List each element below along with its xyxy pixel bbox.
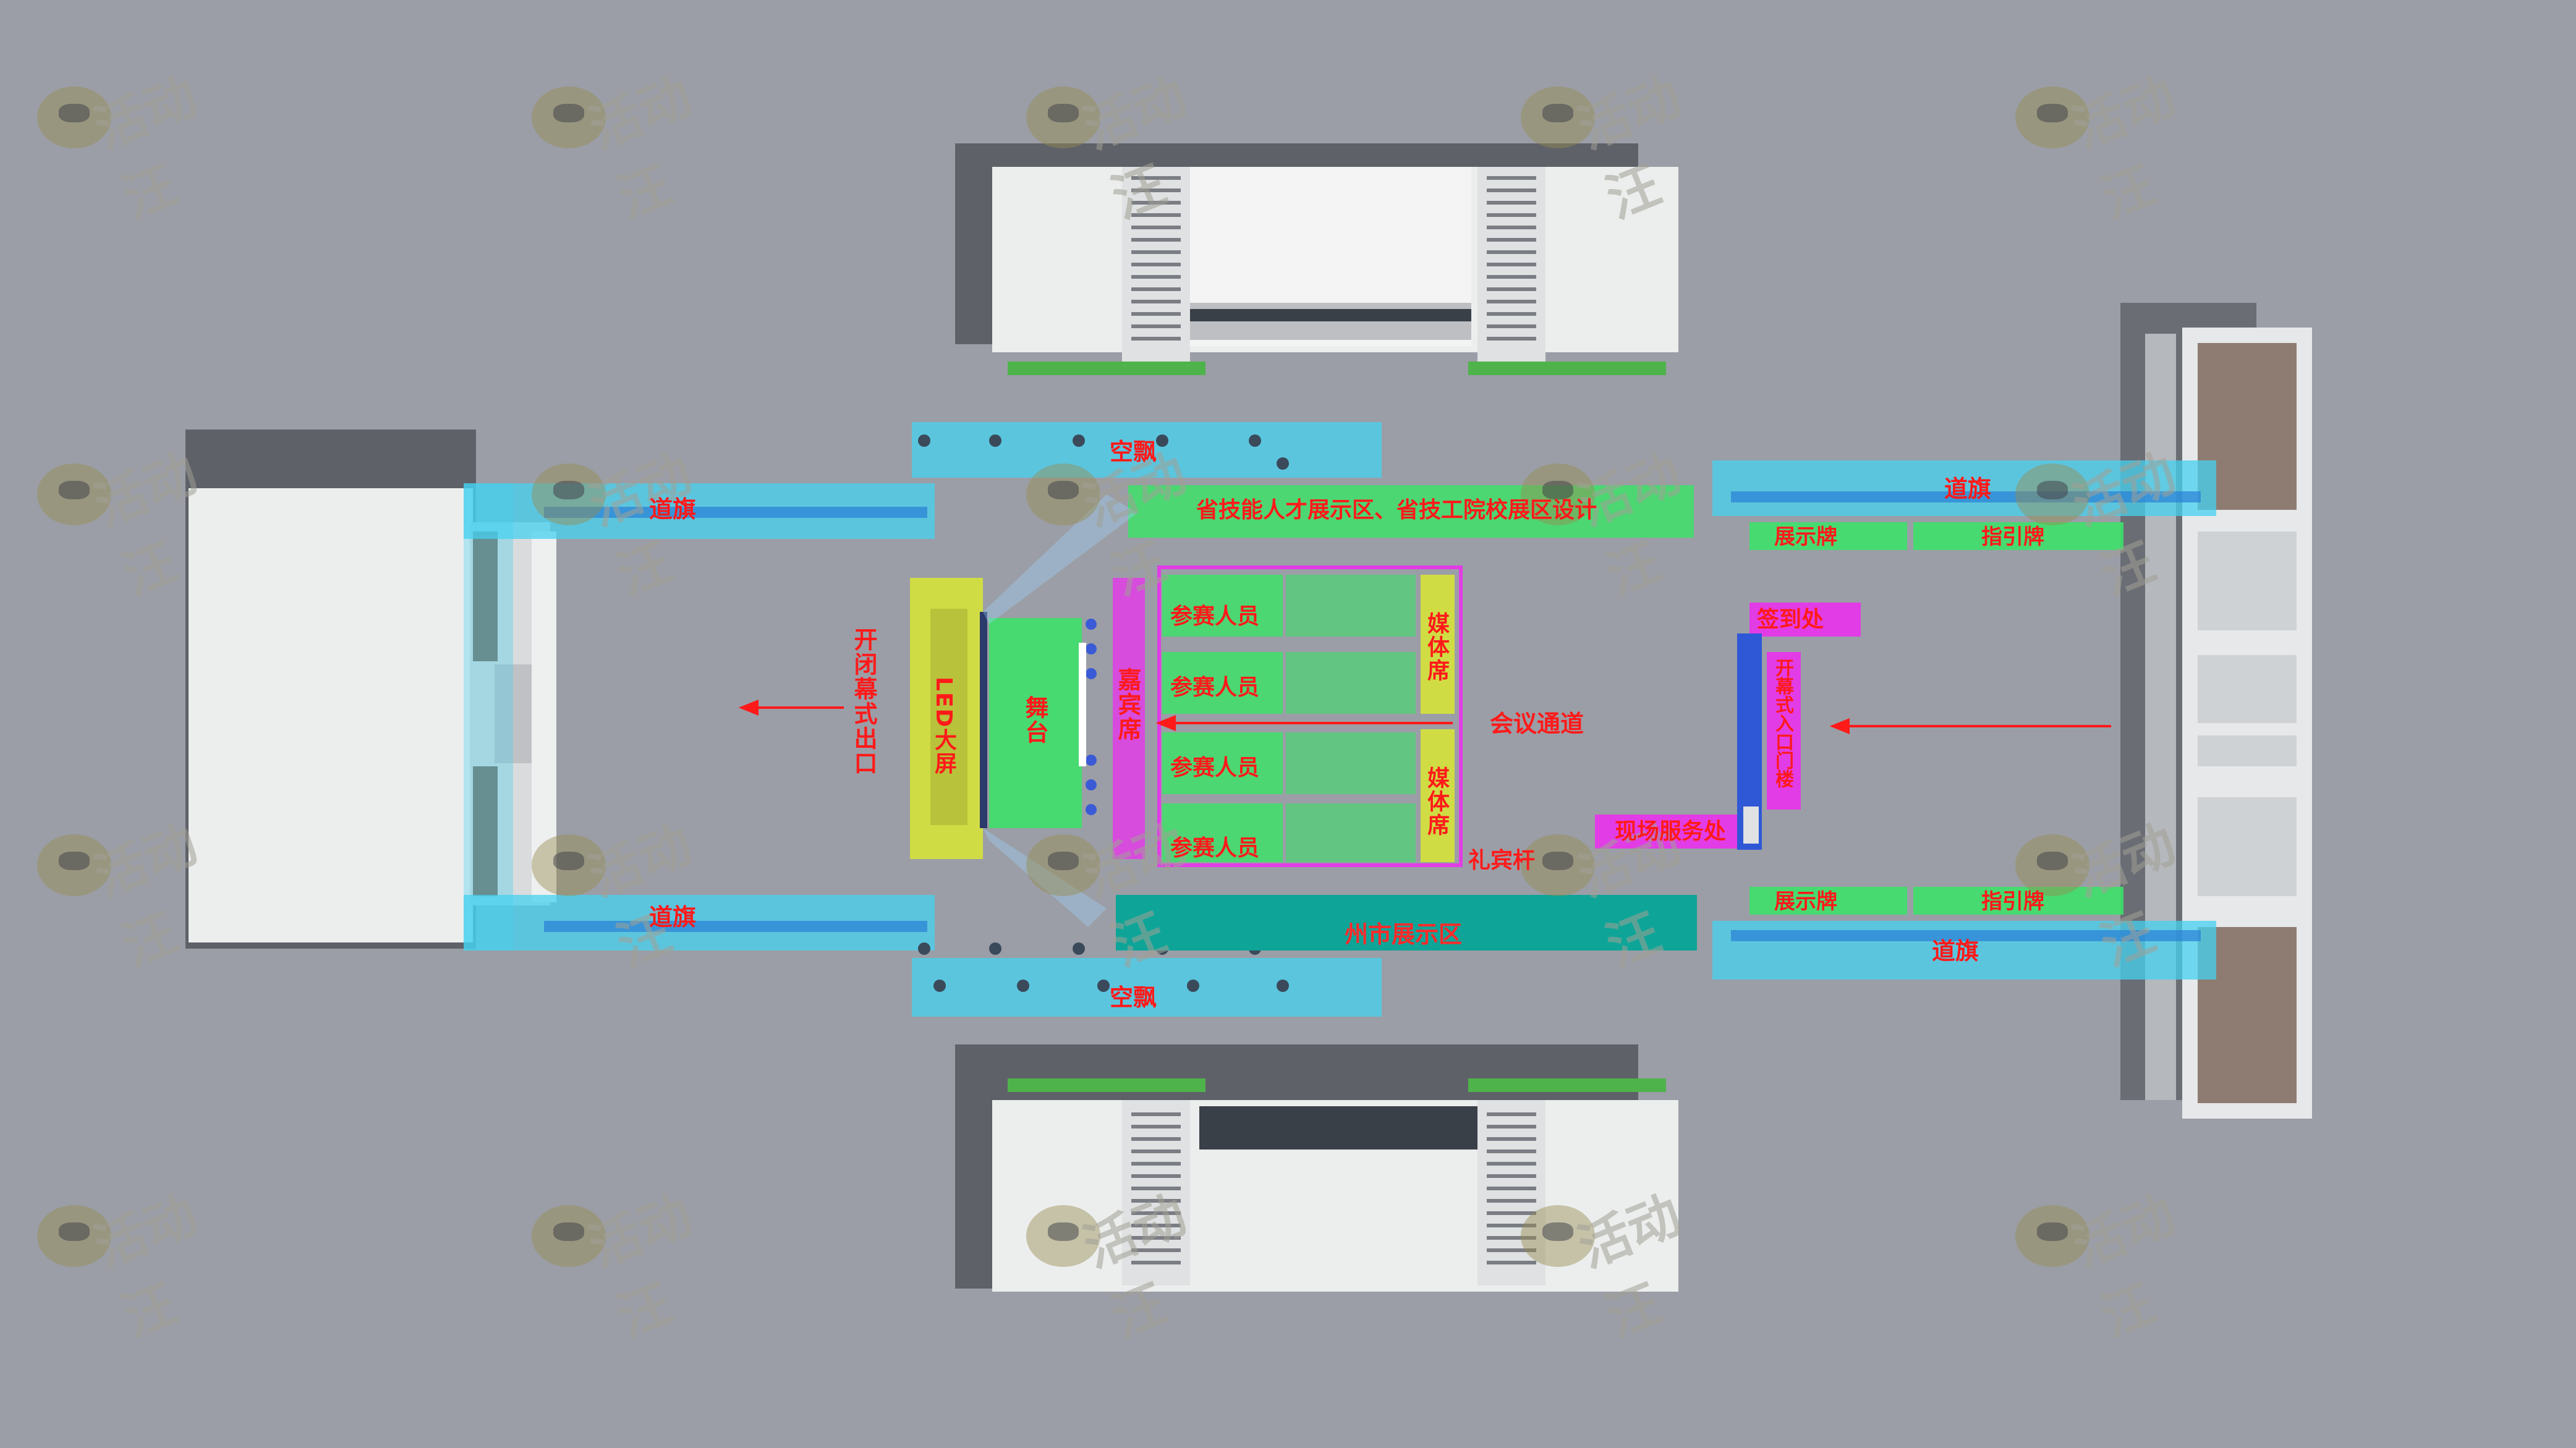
mascot-icon: [1521, 834, 1595, 896]
mascot-icon: [1026, 1205, 1100, 1267]
watermark: 活动汪: [1508, 785, 1731, 978]
watermark: 活动汪: [1508, 1156, 1731, 1349]
building-top: [955, 143, 1678, 375]
entrance-gate-label: 开幕式入口门楼: [1772, 658, 1793, 788]
stage-label: 舞台: [1021, 695, 1048, 745]
watermark: 活动汪: [1014, 37, 1236, 230]
stair-right: [1487, 176, 1536, 341]
mascot-icon: [532, 834, 606, 896]
mascot-icon: [1026, 834, 1100, 896]
province-exhibit-label: 省技能人才展示区、省技工院校展区设计: [1196, 497, 1597, 523]
daoqi-left-top-label: 道旗: [649, 496, 697, 523]
watermark: 活动汪: [2003, 1156, 2225, 1349]
participants-label: 参赛人员: [1170, 836, 1260, 861]
watermark: 活动汪: [1014, 785, 1236, 978]
kongpiao-top-label: 空飘: [1110, 438, 1157, 465]
light-beams: [983, 494, 1137, 927]
watermark: 活动汪: [25, 37, 247, 230]
participants-label: 参赛人员: [1170, 755, 1260, 781]
stair-left: [1131, 176, 1181, 341]
vip-zone: [1113, 578, 1145, 859]
mascot-icon: [532, 87, 606, 148]
mascot-icon: [1026, 87, 1100, 148]
right-boards: [1595, 522, 2123, 915]
watermark: 活动汪: [2003, 785, 2225, 978]
participants-label: 参赛人员: [1170, 604, 1260, 629]
watermark: 活动汪: [2003, 414, 2225, 607]
media-bottom-label: 媒体席: [1424, 766, 1449, 837]
led-screen-label: LED大屏: [931, 677, 956, 776]
daoqi-right-top-label: 道旗: [1944, 475, 1992, 502]
kongpiao-bottom-label: 空飘: [1110, 984, 1157, 1011]
mascot-icon: [532, 1205, 606, 1267]
watermark: 活动汪: [25, 414, 247, 607]
media-top-label: 媒体席: [1424, 612, 1449, 682]
flag-rows: [544, 491, 2201, 941]
watermark: 活动汪: [2003, 37, 2225, 230]
flow-arrows: [738, 700, 2111, 734]
mascot-icon: [37, 1205, 111, 1267]
watermark: 活动汪: [25, 785, 247, 978]
seating-block: [1157, 565, 1463, 867]
mascot-icon: [1026, 464, 1100, 525]
watermark: 活动汪: [1508, 37, 1731, 230]
watermark: 活动汪: [1014, 414, 1236, 607]
daoqi-left-bottom-label: 道旗: [649, 904, 697, 931]
exit-label: 开闭幕式出口: [850, 627, 877, 776]
mascot-icon: [1521, 464, 1595, 525]
mascot-icon: [37, 87, 111, 148]
guide-board-top-label: 指引牌: [1981, 525, 2044, 549]
cyan-zones: [464, 422, 2216, 1017]
province-exhibit-zone: [1128, 485, 1694, 538]
mascot-icon: [1521, 87, 1595, 148]
mascot-icon: [2015, 834, 2089, 896]
mascot-icon: [37, 834, 111, 896]
mascot-icon: [532, 464, 606, 525]
mascot-icon: [2015, 464, 2089, 525]
city-exhibit-label: 州市展示区: [1345, 921, 1463, 948]
balloon-poles: [918, 434, 1289, 992]
mascot-icon: [2015, 87, 2089, 148]
participants-label: 参赛人员: [1170, 675, 1260, 700]
aisle-label: 会议通道: [1490, 710, 1584, 737]
display-board-bottom-label: 展示牌: [1774, 889, 1837, 914]
guide-board-bottom-label: 指引牌: [1981, 889, 2044, 914]
watermark: 活动汪: [1508, 414, 1731, 607]
signin-label: 签到处: [1757, 607, 1824, 632]
building-bottom: [955, 1044, 1678, 1292]
watermark: 活动汪: [1014, 1156, 1236, 1349]
mascot-icon: [37, 464, 111, 525]
service-label: 现场服务处: [1615, 819, 1727, 844]
watermark: 活动汪: [519, 414, 742, 607]
watermark: 活动汪: [519, 1156, 742, 1349]
stage-zone: [989, 618, 1082, 828]
building-left: [185, 430, 556, 949]
watermark: 活动汪: [25, 1156, 247, 1349]
display-board-top-label: 展示牌: [1774, 525, 1837, 549]
mascot-icon: [2015, 1205, 2089, 1267]
mascot-icon: [1521, 1205, 1595, 1267]
city-exhibit-zone: [1116, 895, 1697, 951]
watermark: 活动汪: [519, 37, 742, 230]
vip-label: 嘉宾席: [1114, 667, 1141, 742]
daoqi-right-bottom-label: 道旗: [1932, 938, 1979, 965]
watermark: 活动汪: [519, 785, 742, 978]
ceremony-pole-label: 礼宾杆: [1468, 848, 1536, 873]
